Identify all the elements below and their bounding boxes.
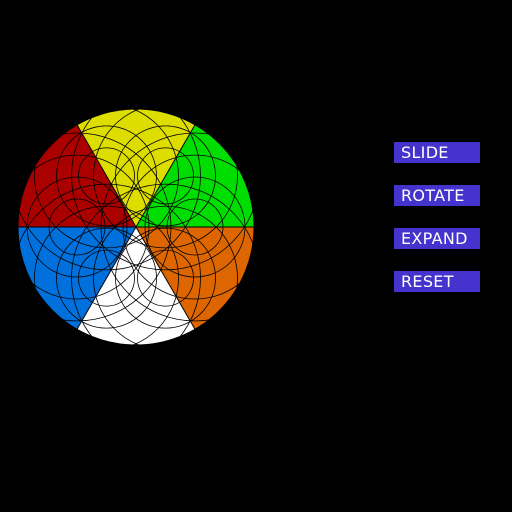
rotate-button[interactable]: ROTATE (394, 185, 480, 206)
puzzle-sector[interactable] (77, 109, 195, 227)
ring-arc (137, 147, 194, 205)
slide-button[interactable]: SLIDE (394, 142, 480, 163)
ring-arc (34, 109, 179, 249)
sector-divider (76, 124, 137, 228)
ring-arc (56, 227, 157, 329)
circle-puzzle[interactable] (0, 0, 300, 380)
ring-arc (78, 147, 135, 205)
ring-arc (34, 205, 179, 345)
ring-arc (115, 227, 216, 329)
reset-button[interactable]: RESET (394, 271, 480, 292)
puzzle-sector[interactable] (77, 227, 195, 346)
ring-arc (18, 183, 201, 345)
ring-arc (71, 183, 254, 345)
ring-arc (93, 205, 238, 345)
puzzle-sector[interactable] (18, 227, 136, 330)
ring-arc (93, 109, 238, 249)
sector-divider (76, 226, 137, 330)
ring-arc (137, 249, 194, 307)
puzzle-sector[interactable] (136, 227, 254, 330)
ring-arc (71, 109, 254, 271)
expand-button[interactable]: EXPAND (394, 228, 480, 249)
ring-arc (115, 125, 216, 227)
sector-divider (135, 124, 196, 228)
puzzle-sector[interactable] (136, 124, 254, 227)
puzzle-sector[interactable] (18, 124, 136, 227)
ring-arc (56, 125, 157, 227)
ring-arc (18, 109, 201, 271)
ring-arc (78, 249, 135, 307)
sector-divider (135, 226, 196, 330)
